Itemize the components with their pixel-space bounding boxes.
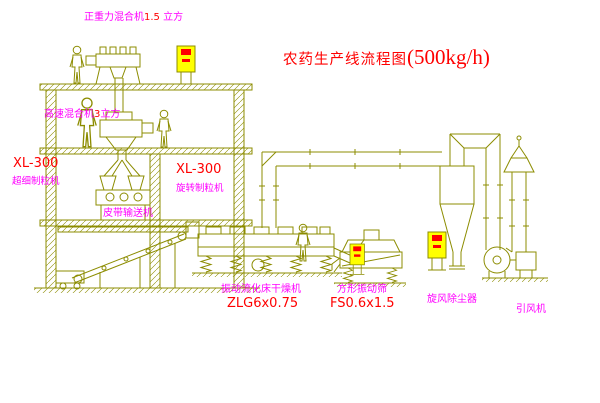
label-granulator-right-name: 旋转制粒机 xyxy=(176,183,224,194)
worker-figure xyxy=(77,97,97,148)
induced-draft-fan xyxy=(482,246,548,282)
diagram-title: 农药生产线流程图(500kg/h) xyxy=(283,46,490,68)
label-cyclone: 旋风除尘器 xyxy=(427,294,477,305)
exhaust-stack xyxy=(503,135,535,253)
worker-figure xyxy=(295,223,311,262)
cyclone-separator xyxy=(439,133,503,270)
high-speed-mixer xyxy=(99,111,154,151)
control-cabinet-cyclone xyxy=(427,231,447,271)
vibrating-screen xyxy=(331,229,406,287)
control-cabinet-top xyxy=(176,45,196,85)
high-speed-mixer-unit: 立方 xyxy=(100,109,121,120)
high-speed-mixer-volume: 3 xyxy=(94,109,101,120)
worker-figure xyxy=(156,109,172,148)
exhaust-duct xyxy=(259,149,442,228)
high-speed-mixer-name: 高速混合机 xyxy=(44,109,94,120)
label-screen-model: FS0.6x1.5 xyxy=(330,296,395,311)
label-granulator-right-model: XL-300 xyxy=(176,162,222,177)
gravity-mixer-volume: 1.5 xyxy=(144,12,160,23)
label-dryer-name: 振动流化床干燥机 xyxy=(221,284,301,295)
label-gravity-mixer: 正重力混合机1.5 立方 xyxy=(84,12,184,24)
granulator xyxy=(95,150,151,220)
gravity-mixer-name: 正重力混合机 xyxy=(84,12,144,23)
fluid-bed-dryer xyxy=(185,221,365,277)
title-capacity: (500kg/h) xyxy=(407,45,490,69)
label-granulator-left-model: XL-300 xyxy=(13,156,59,171)
building-frame xyxy=(34,83,260,293)
label-screen-name: 方形振动筛 xyxy=(337,284,387,295)
belt-conveyor xyxy=(71,231,187,288)
label-fan: 引风机 xyxy=(516,304,546,315)
trolley xyxy=(55,270,85,290)
label-dryer-model: ZLG6x0.75 xyxy=(227,296,299,311)
label-belt-conveyor: 皮带输送机 xyxy=(103,208,153,219)
label-high-speed-mixer: 高速混合机3立方 xyxy=(44,109,121,121)
gravity-mixer xyxy=(85,46,141,112)
gravity-mixer-unit: 立方 xyxy=(163,12,184,23)
worker-figure xyxy=(69,45,85,84)
title-text: 农药生产线流程图 xyxy=(283,52,407,68)
label-granulator-left-name: 超细制粒机 xyxy=(12,176,60,187)
